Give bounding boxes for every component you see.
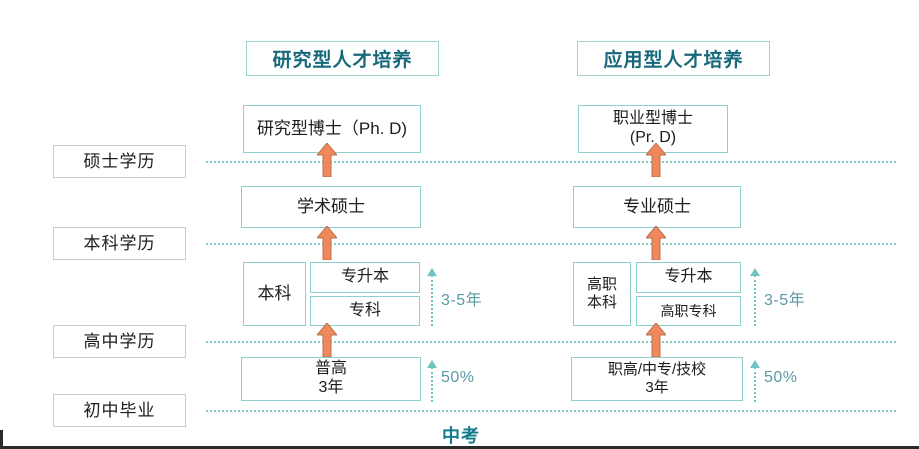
level-label-master: 硕士学历 — [53, 145, 186, 178]
footer-label-zhongkao: 中考 — [442, 426, 480, 446]
arrow-research-highschool-to-bachelor — [317, 323, 337, 357]
measure-applied-ratio — [750, 360, 760, 402]
node-applied-doctorate: 职业型博士 (Pr. D) — [578, 105, 728, 153]
guide-line-highschool — [206, 341, 896, 343]
measure-label-research-ratio: 50% — [441, 369, 475, 386]
measure-label-applied-duration: 3-5年 — [764, 292, 806, 309]
measure-research-duration — [427, 268, 437, 326]
node-research-bachelor: 本科 — [243, 262, 306, 326]
arrow-applied-master-to-doctorate — [646, 143, 666, 177]
level-label-highschool: 高中学历 — [53, 325, 186, 358]
guide-line-master — [206, 161, 896, 163]
guide-line-junior — [206, 410, 896, 412]
frame-bottom-edge — [0, 446, 919, 449]
column-header-research: 研究型人才培养 — [246, 41, 439, 76]
node-research-upgrade: 专升本 — [310, 262, 420, 293]
node-applied-upgrade: 专升本 — [636, 262, 741, 293]
arrow-applied-highschool-to-bachelor — [646, 323, 666, 357]
node-research-doctorate: 研究型博士（Ph. D) — [243, 105, 421, 153]
node-applied-associate: 高职专科 — [636, 296, 741, 326]
arrow-research-bachelor-to-master — [317, 226, 337, 260]
node-research-master: 学术硕士 — [241, 186, 421, 228]
measure-applied-duration — [750, 268, 760, 326]
arrow-applied-bachelor-to-master — [646, 226, 666, 260]
measure-research-ratio — [427, 360, 437, 402]
column-header-applied: 应用型人才培养 — [577, 41, 770, 76]
node-applied-master: 专业硕士 — [573, 186, 741, 228]
node-research-associate: 专科 — [310, 296, 420, 326]
frame-left-edge — [0, 430, 3, 449]
measure-label-applied-ratio: 50% — [764, 369, 798, 386]
node-applied-bachelor: 高职 本科 — [573, 262, 631, 326]
level-label-junior: 初中毕业 — [53, 394, 186, 427]
guide-line-bachelor — [206, 243, 896, 245]
node-research-highschool: 普高 3年 — [241, 357, 421, 401]
arrow-research-master-to-doctorate — [317, 143, 337, 177]
node-applied-highschool: 职高/中专/技校 3年 — [571, 357, 743, 401]
measure-label-research-duration: 3-5年 — [441, 292, 483, 309]
level-label-bachelor: 本科学历 — [53, 227, 186, 260]
